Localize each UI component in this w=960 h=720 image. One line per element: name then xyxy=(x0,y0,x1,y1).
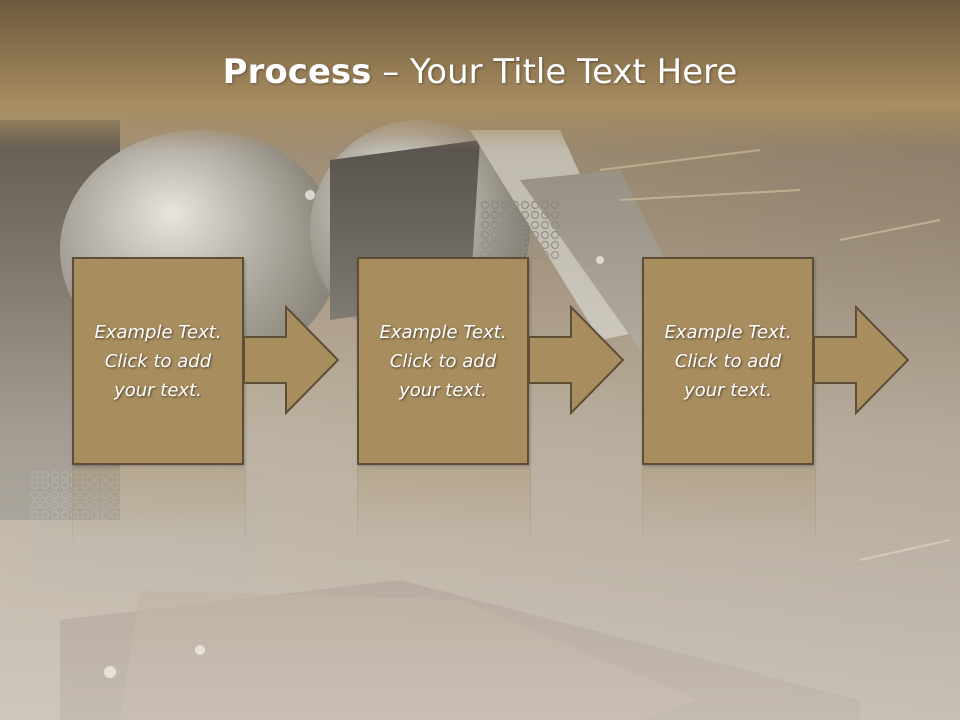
process-step-3-text: Example Text. Click to add your text. xyxy=(654,318,801,405)
process-step-1-text: Example Text. Click to add your text. xyxy=(84,318,231,405)
process-step-2-box[interactable]: Example Text. Click to add your text. xyxy=(357,257,529,465)
title-separator: – xyxy=(371,52,411,92)
process-step-1-box[interactable]: Example Text. Click to add your text. xyxy=(72,257,244,465)
title-bold: Process xyxy=(222,52,372,92)
process-step-3-reflection xyxy=(642,468,816,538)
step-text-line: Click to add xyxy=(389,350,497,372)
process-step-3-box[interactable]: Example Text. Click to add your text. xyxy=(642,257,814,465)
slide-title[interactable]: Process – Your Title Text Here xyxy=(0,52,960,92)
step-text-line: your text. xyxy=(399,379,487,401)
step-text-line: your text. xyxy=(114,379,202,401)
step-text-line: Example Text. xyxy=(94,321,222,343)
step-text-line: Example Text. xyxy=(664,321,792,343)
title-rest: Your Title Text Here xyxy=(410,52,738,92)
process-step-2-reflection xyxy=(357,468,531,538)
arrow-right-icon[interactable] xyxy=(814,305,910,415)
step-text-line: Click to add xyxy=(104,350,212,372)
step-text-line: Example Text. xyxy=(379,321,507,343)
step-text-line: Click to add xyxy=(674,350,782,372)
step-text-line: your text. xyxy=(684,379,772,401)
arrow-right-icon[interactable] xyxy=(529,305,625,415)
arrow-right-icon[interactable] xyxy=(244,305,340,415)
process-step-1-reflection xyxy=(72,468,246,538)
process-step-2-text: Example Text. Click to add your text. xyxy=(369,318,516,405)
title-band xyxy=(0,0,960,150)
